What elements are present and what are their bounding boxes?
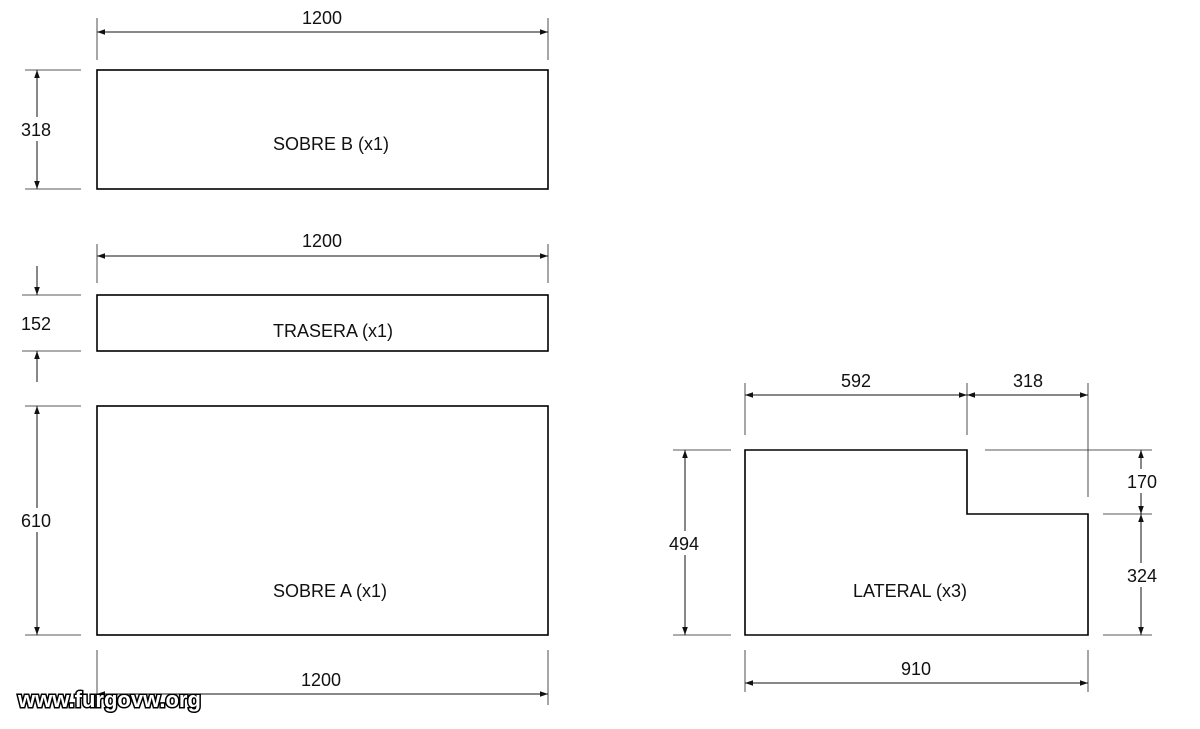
lateral-step-dim: 170 (1127, 472, 1157, 492)
lateral-lower-text-bg (1120, 563, 1164, 587)
sobre-b-height-text-bg (16, 117, 56, 141)
sobre-b-label: SOBRE B (x1) (273, 134, 389, 154)
watermark-text: www.furgovw.org (17, 687, 201, 712)
trasera-width-dim: 1200 (302, 231, 342, 251)
sobre-b-panel (96, 69, 549, 190)
sobre-a-panel (96, 405, 549, 636)
sobre-b-width-dim: 1200 (302, 8, 342, 28)
sobre-b-height-dim: 318 (21, 120, 51, 140)
sobre-b-group: SOBRE B (x1) 1200 318 (16, 8, 549, 190)
trasera-height-dim: 152 (21, 314, 51, 334)
lateral-step-text-bg (1120, 469, 1164, 493)
lateral-top-left-dim: 592 (841, 371, 871, 391)
trasera-panel (96, 294, 549, 352)
lateral-label: LATERAL (x3) (853, 581, 967, 601)
sobre-a-height-text-bg (16, 508, 56, 532)
sobre-a-label: SOBRE A (x1) (273, 581, 387, 601)
lateral-top-right-dim: 318 (1013, 371, 1043, 391)
lateral-height-dim: 494 (669, 534, 699, 554)
trasera-label: TRASERA (x1) (273, 321, 393, 341)
sobre-a-width-dim: 1200 (301, 670, 341, 690)
lateral-lower-dim: 324 (1127, 566, 1157, 586)
lateral-group: LATERAL (x3) 592 318 494 170 324 910 (663, 371, 1164, 692)
lateral-height-text-bg (663, 531, 707, 555)
sobre-a-group: SOBRE A (x1) 610 1200 (16, 405, 549, 705)
trasera-group: TRASERA (x1) 1200 152 (21, 231, 549, 382)
lateral-panel (744, 449, 1089, 636)
lateral-width-dim: 910 (901, 659, 931, 679)
sobre-a-height-dim: 610 (21, 511, 51, 531)
